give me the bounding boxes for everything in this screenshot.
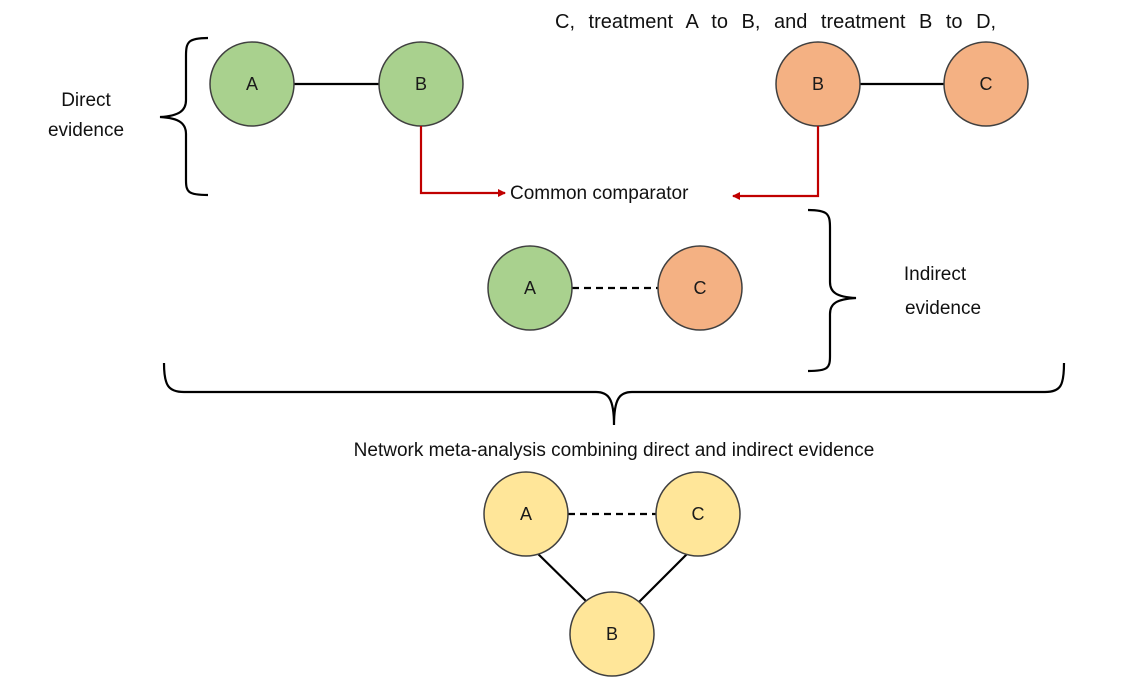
- indirect-evidence-line-2: evidence: [905, 298, 981, 319]
- arrow-left-to-comparator: [419, 126, 506, 197]
- node-c-orange: [943, 41, 1029, 127]
- node-b-orange-label: B: [812, 74, 824, 94]
- node-c-network: [655, 471, 741, 557]
- network-caption: Network meta-analysis combining direct a…: [354, 440, 875, 461]
- node-b-network: [569, 591, 655, 677]
- indirect-evidence-brace: [807, 208, 857, 373]
- node-b-green-label: B: [415, 74, 427, 94]
- node-c-network-label: C: [692, 504, 705, 524]
- indirect-evidence-line-1: Indirect: [904, 264, 967, 285]
- node-a-indirect: [487, 245, 573, 331]
- node-a-green: [209, 41, 295, 127]
- node-a-green-label: A: [246, 74, 258, 94]
- node-c-orange-label: C: [980, 74, 993, 94]
- node-a-indirect-label: A: [524, 278, 536, 298]
- arrow-right-to-comparator: [732, 126, 820, 200]
- node-a-network: [483, 471, 569, 557]
- node-b-network-label: B: [606, 624, 618, 644]
- network-link-a-b: [529, 545, 589, 604]
- direct-evidence-label: Direct evidence: [48, 90, 124, 141]
- direct-right-pair: B C: [775, 41, 1029, 127]
- node-a-network-label: A: [520, 504, 532, 524]
- common-comparator-label: Common comparator: [510, 183, 689, 204]
- combining-brace: [162, 362, 1066, 426]
- clipped-header-text: C, treatment A to B, and treatment B to …: [555, 11, 996, 33]
- direct-evidence-line-2: evidence: [48, 120, 124, 141]
- node-c-indirect: [657, 245, 743, 331]
- direct-evidence-brace: [159, 36, 209, 197]
- network-triangle: A C B: [483, 471, 741, 677]
- node-c-indirect-label: C: [694, 278, 707, 298]
- network-link-c-b: [637, 545, 696, 604]
- indirect-evidence-label: Indirect evidence: [904, 264, 981, 319]
- direct-left-pair: A B: [209, 41, 464, 127]
- direct-evidence-line-1: Direct: [61, 90, 111, 111]
- indirect-pair: A C: [487, 245, 743, 331]
